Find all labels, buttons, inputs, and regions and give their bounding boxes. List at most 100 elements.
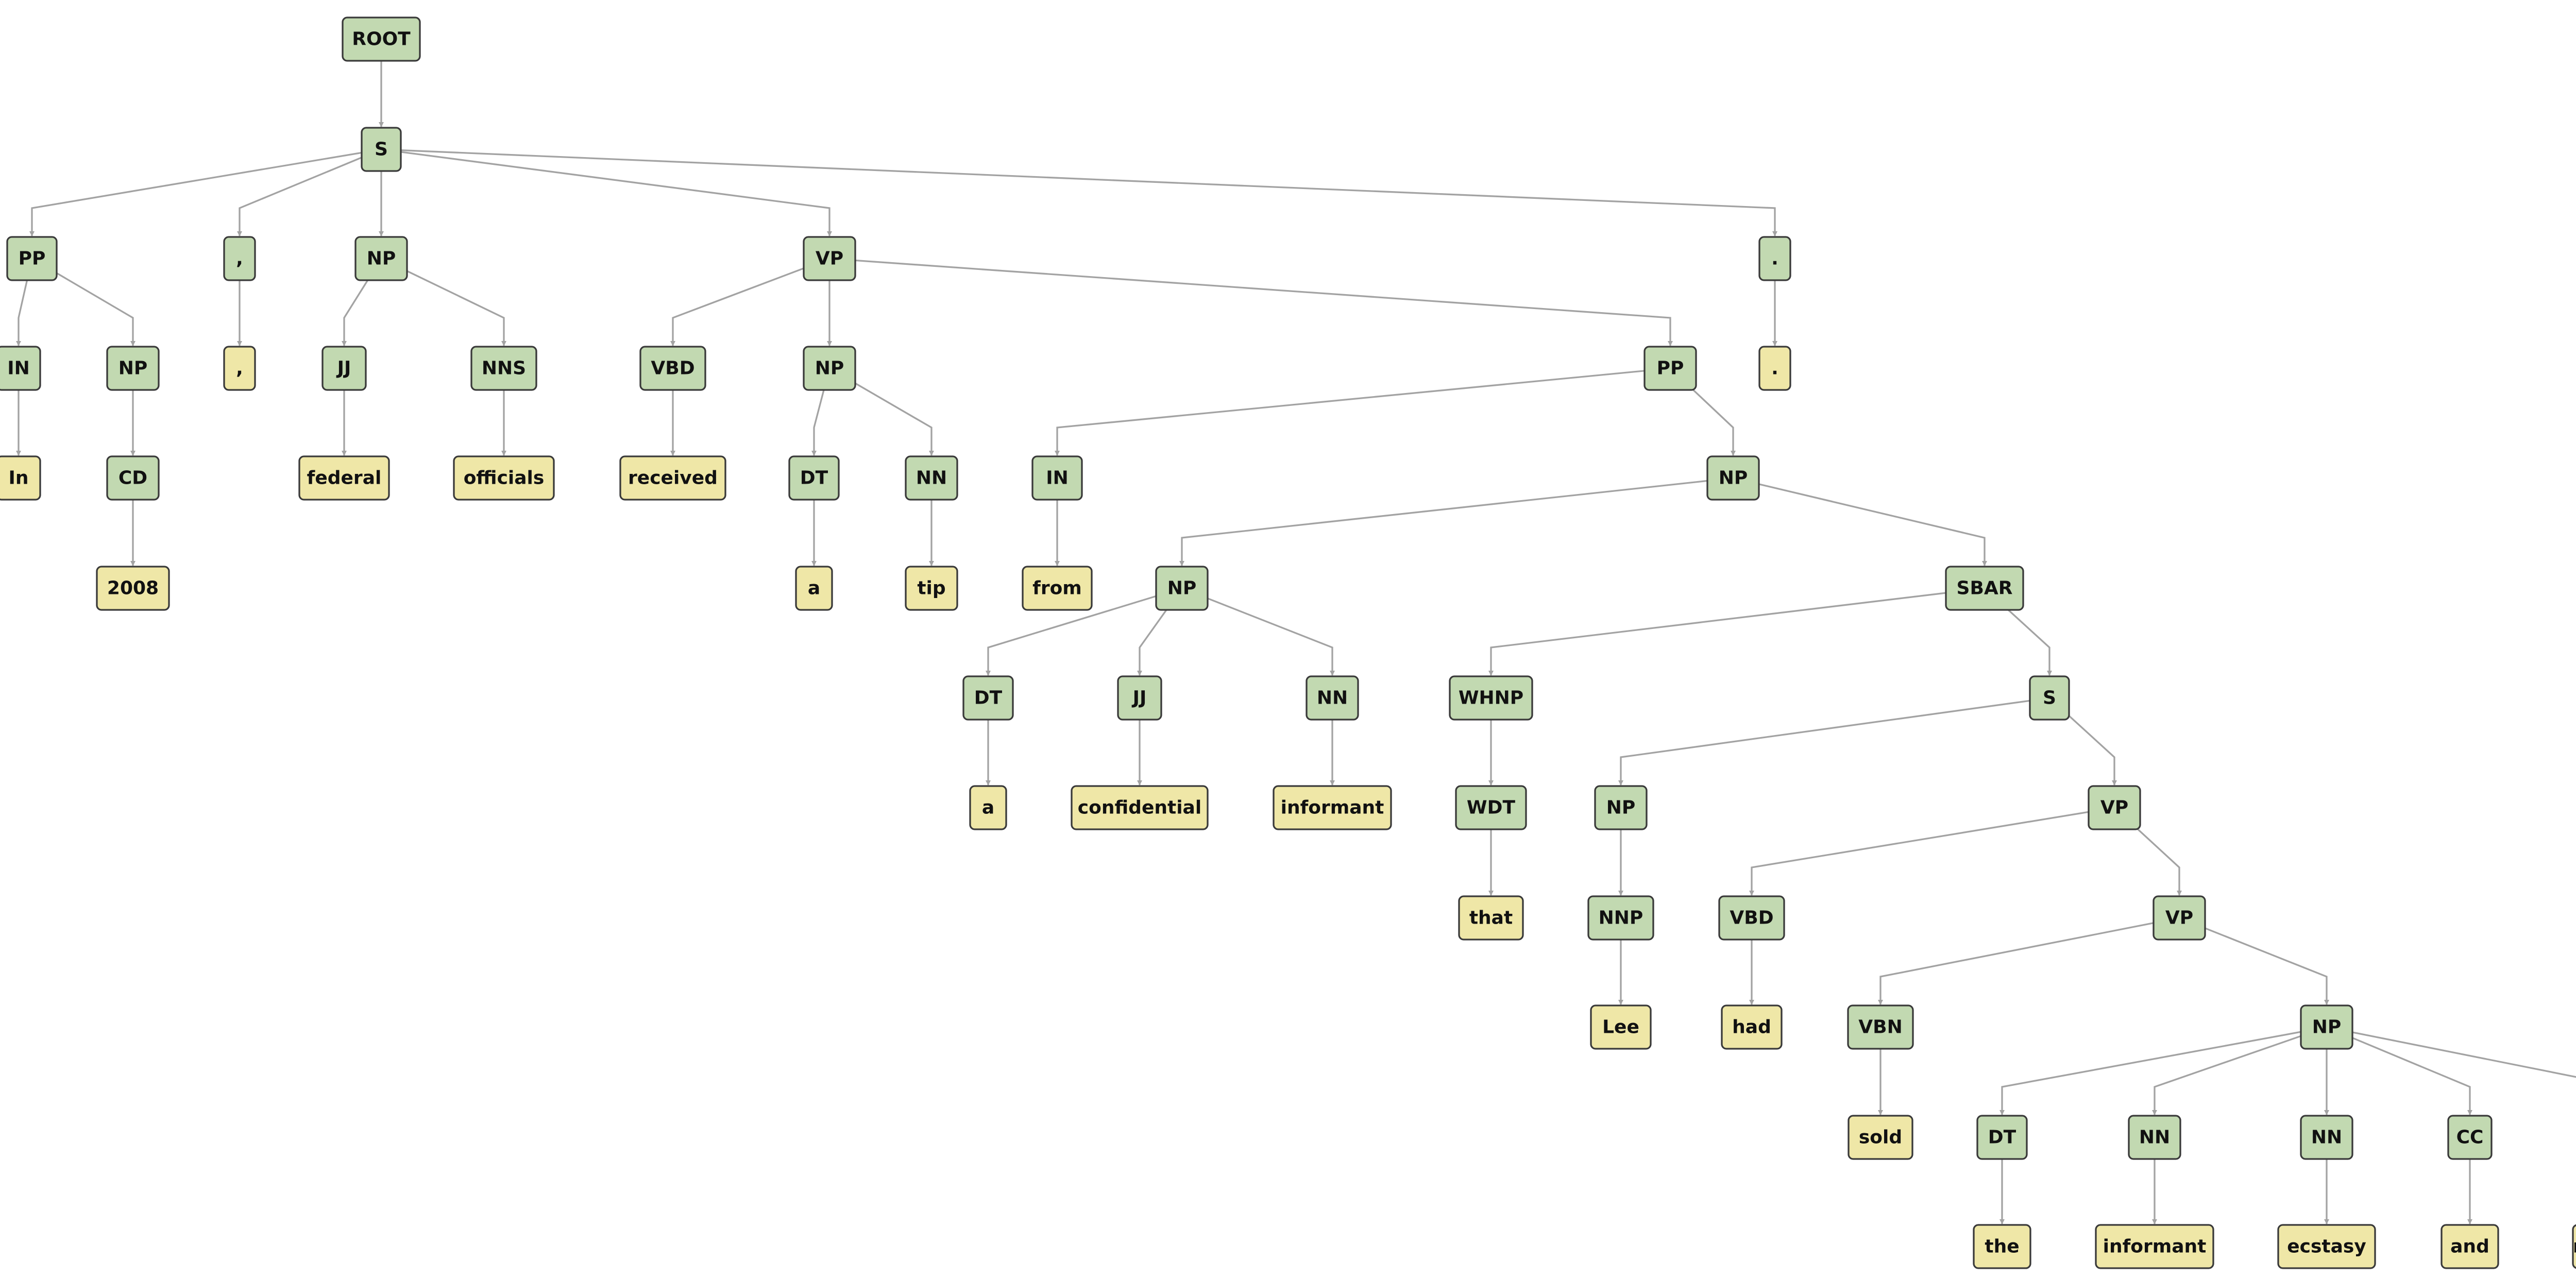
node-box [96,566,170,611]
tag-node-np4: NP [1706,455,1760,501]
node-box [962,675,1014,721]
tag-node-pp1: PP [6,236,58,281]
node-box [795,566,833,611]
edge-np5-to-nn2 [1181,587,1335,676]
edge-vp2-to-vbd2 [1749,807,2115,896]
node-box [223,346,256,391]
node-label: informant [1281,797,1384,818]
tag-node-nn1: NN [905,455,958,501]
node-box [1306,675,1359,721]
node-box [2153,895,2206,941]
node-box [1706,455,1760,501]
tag-node-jj1: JJ [321,346,367,391]
node-box [1022,566,1093,611]
word-node-w_federal: federal [298,455,390,501]
node-label: S [375,139,388,160]
node-label: VP [2165,908,2193,929]
node-label: ROOT [352,29,411,50]
tag-node-period_tag: . [1758,236,1791,281]
node-box [803,346,856,391]
edge-s1-to-period_tag [381,148,1777,236]
node-label: PP [19,248,46,269]
node-box [1758,346,1791,391]
node-box [969,785,1007,830]
word-node-w_that: that [1458,895,1524,941]
edge-s1-to-comma_tag [237,148,382,236]
node-label: NNP [1599,908,1643,929]
node-label: received [628,468,718,489]
edge-np5-to-dt2 [986,587,1182,676]
node-label: PP [1657,358,1684,379]
node-label: NN [1317,688,1348,709]
tag-node-nn3: NN [2128,1115,2181,1160]
node-label: DT [974,688,1003,709]
node-label: . [1771,248,1778,269]
tag-node-in2: IN [1031,455,1083,501]
node-label: DT [800,468,828,489]
node-label: that [1469,908,1513,929]
node-label: VBD [651,358,694,379]
node-box [619,455,726,501]
node-box [298,455,390,501]
tag-node-nns1: NNS [470,346,537,391]
node-label: DT [1988,1127,2016,1148]
edge-np7-to-nn3 [2152,1026,2327,1115]
word-node-w_and: and [2441,1224,2499,1269]
word-node-w_ecstasy: ecstasy [2277,1224,2376,1269]
tag-node-root: ROOT [342,16,421,62]
node-box [1117,675,1162,721]
node-box [1594,785,1648,830]
edge-np7-to-dt3 [1999,1026,2327,1115]
node-box [453,455,555,501]
edge-np1-to-nns1 [381,258,506,346]
edge-sbar1-to-whnp1 [1488,587,1985,676]
tag-node-wdt1: WDT [1455,785,1527,830]
node-label: marijuana [2573,1236,2576,1257]
node-box [803,236,856,281]
node-label: the [1985,1236,2019,1257]
tag-node-whnp1: WHNP [1449,675,1533,721]
node-label: NN [916,468,947,489]
node-box [470,346,537,391]
node-box [6,236,58,281]
word-node-w_lee: Lee [1590,1004,1652,1050]
word-node-w_in: In [0,455,41,501]
node-box [342,16,421,62]
word-node-w_marijuana: marijuana [2572,1224,2576,1269]
node-box [2088,785,2141,830]
node-box [905,455,958,501]
edge-np3-to-nn1 [829,367,934,456]
tag-node-dt1: DT [788,455,840,501]
word-node-w_officials: officials [453,455,555,501]
word-node-w_2008: 2008 [96,566,170,611]
node-label: NP [1719,468,1748,489]
node-box [1155,566,1209,611]
edge-np7-to-cc1 [2326,1026,2472,1115]
node-box [1273,785,1392,830]
node-label: 2008 [107,578,159,599]
node-label: NN [2139,1127,2170,1148]
node-label: sold [1859,1127,1902,1148]
edge-np4-to-np5 [1179,477,1734,566]
word-node-w_tip: tip [905,566,958,611]
node-box [905,566,958,611]
tag-node-comma_tag: , [223,236,256,281]
node-box [223,236,256,281]
edge-s1-to-vp1 [381,148,832,236]
node-box [1587,895,1654,941]
edge-np7-to-nn5 [2326,1026,2576,1078]
node-label: ecstasy [2287,1236,2366,1257]
word-node-w_informant1: informant [1273,785,1392,830]
node-label: tip [917,578,945,599]
node-box [106,455,160,501]
node-box [2095,1224,2214,1269]
node-box [2447,1115,2493,1160]
node-label: federal [307,468,382,489]
node-box [2128,1115,2181,1160]
node-label: IN [1046,468,1069,489]
node-label: officials [464,468,545,489]
node-box [1976,1115,2028,1160]
tag-node-nn2: NN [1306,675,1359,721]
node-box [2300,1004,2353,1050]
tag-node-nn4: NN [2300,1115,2353,1160]
